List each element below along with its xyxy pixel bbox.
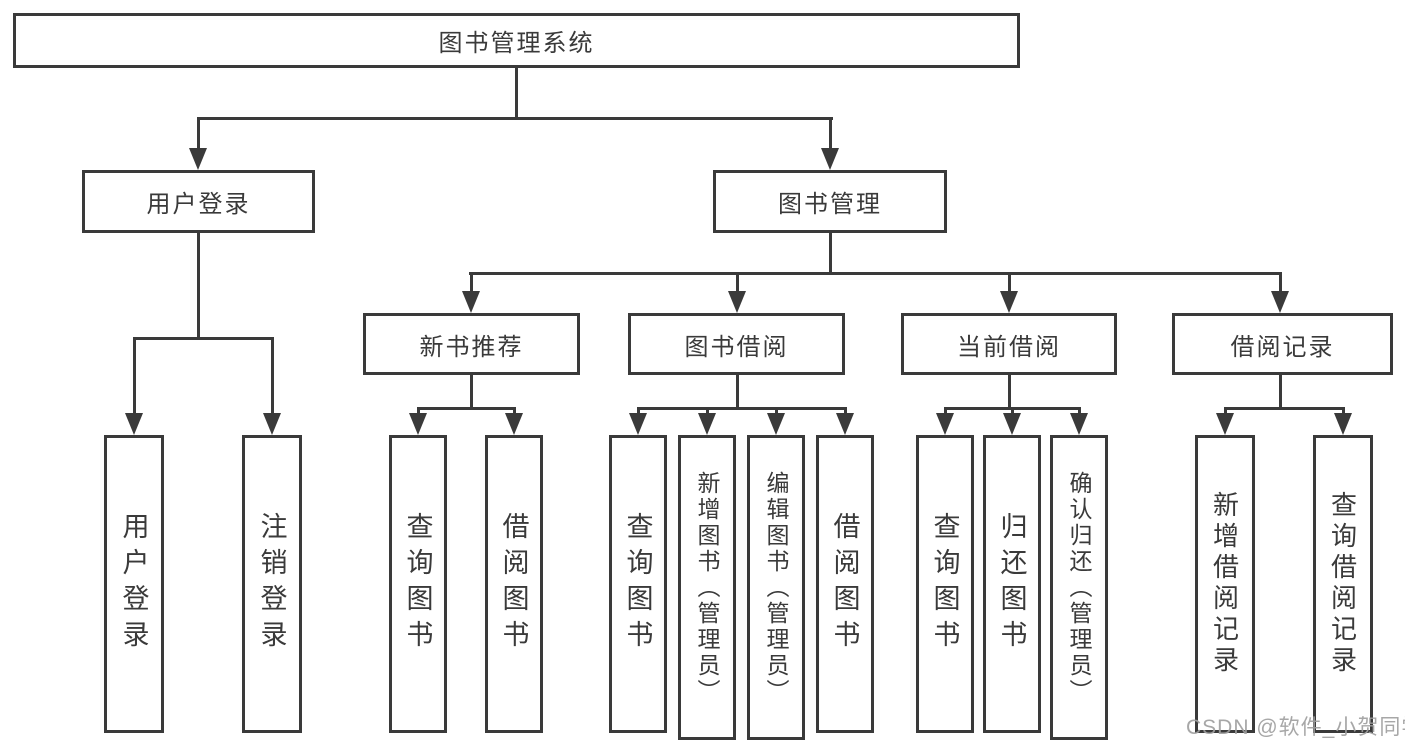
arrow-down-icon [1216, 413, 1234, 435]
connector-line [1008, 272, 1011, 295]
arrow-down-icon [462, 291, 480, 313]
leaf-query-borrow-record: 查询借阅记录 [1313, 435, 1373, 733]
connector-line [1011, 407, 1014, 416]
node-current-borrowing: 当前借阅 [901, 313, 1117, 375]
connector-line [197, 233, 200, 340]
connector-line [1078, 407, 1081, 416]
connector-line [133, 337, 136, 417]
connector-line [1279, 272, 1282, 295]
arrow-down-icon [1070, 413, 1088, 435]
node-label: 查询图书 [929, 512, 960, 656]
connector-line [271, 337, 274, 417]
leaf-add-borrow-record: 新增借阅记录 [1195, 435, 1255, 733]
arrow-down-icon [767, 413, 785, 435]
leaf-query-books-current: 查询图书 [916, 435, 974, 733]
connector-line [1224, 407, 1345, 410]
connector-line [469, 272, 1282, 275]
arrow-down-icon [728, 291, 746, 313]
arrow-down-icon [698, 413, 716, 435]
node-label: 归还图书 [996, 512, 1027, 656]
connector-line [706, 407, 709, 416]
arrow-down-icon [836, 413, 854, 435]
leaf-add-book-admin: 新增图书（管理员） [678, 435, 736, 740]
arrow-down-icon [125, 413, 143, 435]
connector-line [513, 407, 516, 416]
node-label: 注销登录 [256, 512, 287, 656]
connector-line [736, 375, 739, 410]
node-book-management: 图书管理 [713, 170, 947, 233]
arrow-down-icon [936, 413, 954, 435]
node-label: 用户登录 [146, 191, 251, 218]
arrow-down-icon [409, 413, 427, 435]
node-book-borrowing: 图书借阅 [628, 313, 845, 375]
arrow-down-icon [1271, 291, 1289, 313]
arrow-down-icon [505, 413, 523, 435]
connector-line [197, 117, 833, 120]
node-label: 编辑图书（管理员） [763, 470, 789, 705]
connector-line [736, 272, 739, 295]
connector-line [417, 407, 420, 416]
connector-line [470, 375, 473, 410]
leaf-edit-book-admin: 编辑图书（管理员） [747, 435, 805, 740]
leaf-query-books-borrowing: 查询图书 [609, 435, 667, 733]
arrow-down-icon [1000, 291, 1018, 313]
node-new-book-recommend: 新书推荐 [363, 313, 580, 375]
node-label: 当前借阅 [957, 333, 1061, 361]
leaf-return-books: 归还图书 [983, 435, 1041, 733]
node-label: 图书管理 [778, 191, 882, 218]
connector-line [515, 68, 518, 120]
leaf-user-login: 用户登录 [104, 435, 164, 733]
connector-line [1279, 375, 1282, 410]
leaf-logout: 注销登录 [242, 435, 302, 733]
node-root-system: 图书管理系统 [13, 13, 1020, 68]
node-label: 确认归还（管理员） [1066, 470, 1092, 705]
node-label: 查询图书 [622, 512, 653, 656]
arrow-down-icon [1003, 413, 1021, 435]
connector-line [944, 407, 947, 416]
arrow-down-icon [821, 148, 839, 170]
connector-line [197, 117, 200, 153]
node-label: 借阅记录 [1230, 333, 1335, 361]
node-label: 新增借阅记录 [1209, 491, 1240, 677]
node-label: 图书借阅 [684, 333, 789, 361]
connector-line [1224, 407, 1227, 416]
connector-line [637, 407, 847, 410]
node-label: 借阅图书 [829, 512, 860, 656]
node-user-login: 用户登录 [82, 170, 315, 233]
arrow-down-icon [189, 148, 207, 170]
leaf-query-books-recommend: 查询图书 [389, 435, 447, 733]
connector-line [1342, 407, 1345, 416]
leaf-borrow-books-recommend: 借阅图书 [485, 435, 543, 733]
node-label: 借阅图书 [498, 512, 529, 656]
arrow-down-icon [263, 413, 281, 435]
node-label: 新增图书（管理员） [694, 470, 720, 705]
leaf-confirm-return-admin: 确认归还（管理员） [1050, 435, 1108, 740]
connector-line [829, 233, 832, 275]
node-label: 用户登录 [118, 512, 149, 656]
connector-line [133, 337, 274, 340]
connector-line [470, 272, 473, 295]
node-label: 新书推荐 [419, 333, 524, 361]
node-label: 图书管理系统 [438, 30, 595, 57]
node-label: 查询借阅记录 [1327, 491, 1358, 677]
arrow-down-icon [1334, 413, 1352, 435]
connector-line [844, 407, 847, 416]
connector-line [637, 407, 640, 416]
node-borrowing-records: 借阅记录 [1172, 313, 1393, 375]
connector-line [417, 407, 516, 410]
connector-line [829, 117, 832, 153]
connector-line [775, 407, 778, 416]
node-label: 查询图书 [402, 512, 433, 656]
arrow-down-icon [629, 413, 647, 435]
connector-line [1008, 375, 1011, 410]
leaf-borrow-books: 借阅图书 [816, 435, 874, 733]
csdn-watermark: CSDN @软件_小贺同学 [1186, 716, 1405, 739]
